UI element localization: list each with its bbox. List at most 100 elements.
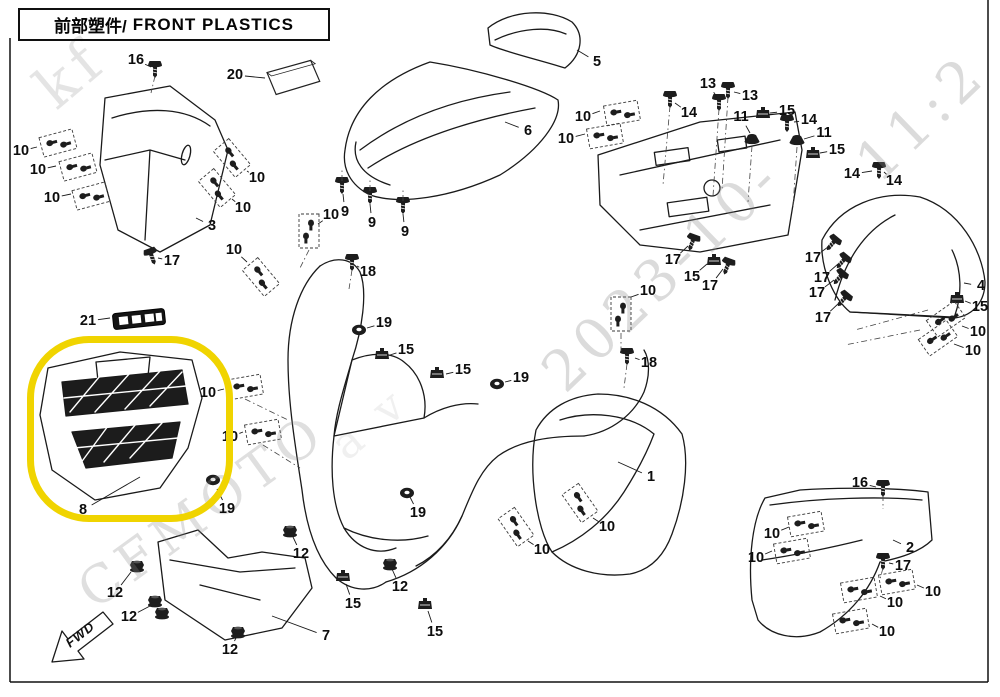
part-callout-14: 14 [885,172,903,189]
leader-line [715,268,724,279]
guide-line [244,398,289,421]
part-callout-10: 10 [234,199,252,216]
leader-line [820,246,829,253]
guide-line [721,96,729,191]
guide-line [844,329,921,346]
guide-line [150,75,156,94]
leader-line [391,568,397,579]
leader-line [793,120,800,123]
part-callout-10: 10 [29,161,47,178]
guide-line [747,145,753,203]
part-callout-10: 10 [639,282,657,299]
part-callout-10: 10 [747,549,765,566]
leader-line [592,110,601,115]
part-callout-12: 12 [292,545,310,562]
leader-line [953,343,964,348]
part-callout-19: 19 [218,500,236,517]
leader-line [91,476,141,506]
leader-line [369,203,372,214]
title-box: 前部塑件/ FRONT PLASTICS [18,8,330,41]
leader-line [961,325,969,329]
leader-line [879,595,887,600]
part-callout-10: 10 [598,518,616,535]
guide-line [854,309,929,331]
part-callout-15: 15 [426,623,444,640]
part-callout-6: 6 [523,122,533,139]
leader-line [634,357,640,361]
part-callout-15: 15 [397,341,415,358]
leader-line [271,615,317,633]
leader-line [888,562,894,565]
part-callout-17: 17 [813,269,831,286]
part-callout-17: 17 [163,252,181,269]
leader-line [356,265,360,268]
part-drawing-rear-panel [597,111,803,253]
part-callout-15: 15 [683,268,701,285]
part-callout-19: 19 [375,314,393,331]
leader-line [861,170,873,173]
leader-line [292,536,298,546]
leader-line [241,256,248,263]
leader-line [592,517,599,522]
page-title-zh: 前部塑件/ [53,17,127,36]
leader-line [244,75,266,79]
leader-line [427,610,433,623]
leader-line [317,220,324,225]
part-callout-16: 16 [851,474,869,491]
part-callout-10: 10 [12,142,30,159]
leader-line [630,293,639,298]
part-callout-4: 4 [976,277,986,294]
part-callout-15: 15 [344,595,362,612]
part-callout-19: 19 [409,504,427,521]
leader-line [575,133,586,137]
part-callout-10: 10 [557,130,575,147]
leader-line [829,263,839,272]
leader-line [869,484,877,488]
leader-line [366,325,375,329]
leader-line [234,637,237,642]
leader-line [916,584,925,589]
part-callout-10: 10 [533,541,551,558]
fwd-arrow [51,611,114,663]
part-callout-12: 12 [221,641,239,658]
part-callout-13: 13 [699,75,717,92]
part-callout-18: 18 [359,263,377,280]
part-drawing-7-skid-plate [157,529,313,641]
part-callout-7: 7 [321,627,331,644]
guide-line [262,444,301,469]
guide-line [348,269,353,290]
leader-line [342,193,345,203]
guide-line [299,249,310,269]
guide-line [623,363,628,389]
guide-line [792,146,798,208]
leader-line [769,111,778,114]
part-callout-10: 10 [886,594,904,611]
leader-line [699,263,708,271]
part-callout-14: 14 [800,111,818,128]
part-callout-17: 17 [664,251,682,268]
leader-line [883,171,887,175]
part-callout-17: 17 [701,277,719,294]
part-callout-5: 5 [592,53,602,70]
part-callout-15: 15 [778,102,796,119]
part-callout-10: 10 [964,342,982,359]
part-drawing-2-lower-side-panel [749,487,933,638]
leader-line [144,63,152,68]
leader-line [47,165,57,169]
leader-line [504,121,519,128]
part-drawing-1-side-panel [532,393,687,576]
part-callout-15: 15 [454,361,472,378]
part-callout-10: 10 [574,108,592,125]
part-callout-18: 18 [640,354,658,371]
leader-line [892,539,902,545]
part-callout-10: 10 [878,623,896,640]
leader-line [231,198,236,203]
part-callout-14: 14 [680,104,698,121]
guide-line [879,567,884,580]
part-callout-10: 10 [322,206,340,223]
leader-line [527,540,534,545]
part-callout-11: 11 [733,108,749,125]
part-callout-12: 12 [106,584,124,601]
